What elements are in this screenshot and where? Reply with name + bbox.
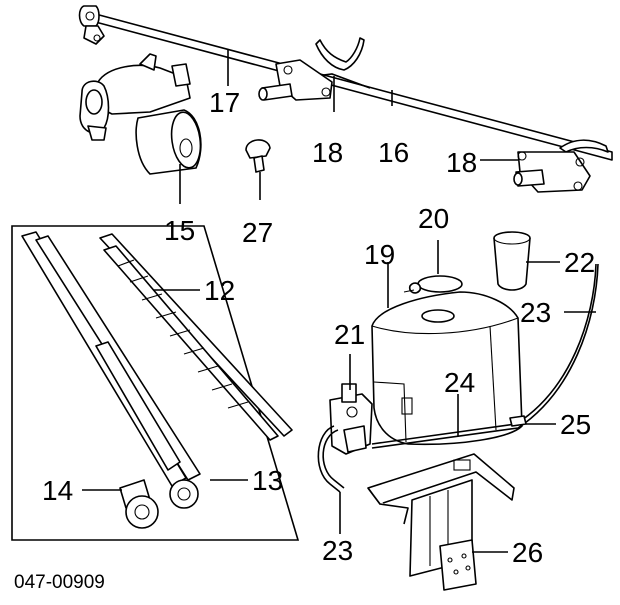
washer-cap [403, 275, 463, 294]
pivot-left [258, 59, 333, 101]
callout-26: 26 [512, 537, 543, 568]
callout-13: 13 [252, 465, 283, 496]
callout-14: 14 [42, 475, 73, 506]
strainer [493, 231, 531, 291]
wiper-arm-panel [11, 225, 300, 541]
callout-22: 22 [564, 247, 595, 278]
callout-15: 15 [164, 215, 195, 246]
washer-pump [329, 383, 373, 455]
callouts: 17 18 16 18 15 27 12 13 14 19 20 22 23 2… [14, 87, 595, 593]
wiper-linkage [78, 5, 613, 161]
washer-tank [371, 291, 523, 446]
callout-25: 25 [560, 409, 591, 440]
washer-hoses [317, 263, 599, 493]
pivot-right [513, 151, 591, 193]
figure-code: 047-00909 [14, 572, 105, 593]
callout-23-right: 23 [520, 297, 551, 328]
cap-part [245, 139, 271, 200]
callout-23-bottom: 23 [322, 535, 353, 566]
callout-27: 27 [242, 217, 273, 248]
callout-21: 21 [334, 319, 365, 350]
callout-16: 16 [378, 137, 409, 168]
callout-12: 12 [204, 275, 235, 306]
leader-lines [82, 50, 596, 553]
callout-17: 17 [209, 87, 240, 118]
callout-18-right: 18 [446, 147, 477, 178]
callout-19: 19 [364, 239, 395, 270]
tank-bracket [367, 453, 515, 591]
callout-20: 20 [418, 203, 449, 234]
callout-18-left: 18 [312, 137, 343, 168]
callout-24: 24 [444, 367, 475, 398]
wiper-motor [79, 53, 202, 175]
